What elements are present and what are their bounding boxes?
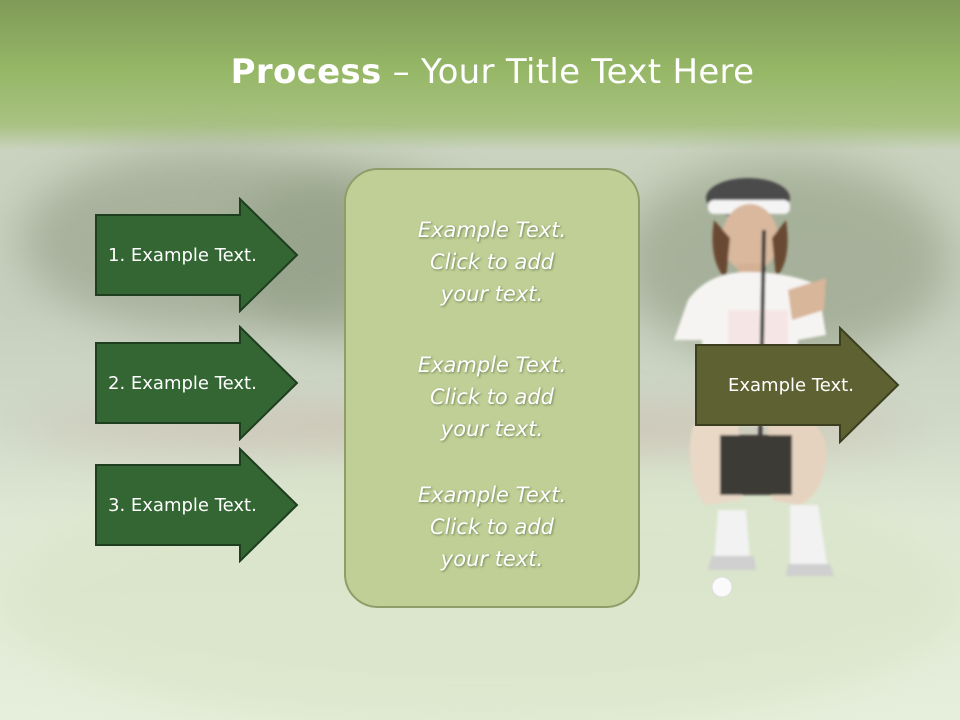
step-arrow-2[interactable]: 2. Example Text. xyxy=(94,324,299,442)
step-arrow-3[interactable]: 3. Example Text. xyxy=(94,446,299,564)
paragraph-3-line-3: your text. xyxy=(440,547,544,571)
arrow-shape-icon xyxy=(95,446,299,564)
paragraph-2-line-1: Example Text. xyxy=(417,353,567,377)
step-arrow-1[interactable]: 1. Example Text. xyxy=(94,196,299,314)
paragraph-1-line-2: Click to add xyxy=(429,250,554,274)
step-label-1: 1. Example Text. xyxy=(108,244,257,266)
center-text-box[interactable]: Example Text. Click to add your text. Ex… xyxy=(344,168,640,608)
step-label-2: 2. Example Text. xyxy=(108,372,257,394)
paragraph-1-line-3: your text. xyxy=(440,282,544,306)
paragraph-3-line-1: Example Text. xyxy=(417,483,567,507)
paragraph-2-line-3: your text. xyxy=(440,417,544,441)
arrow-shape-icon xyxy=(95,196,299,314)
result-label: Example Text. xyxy=(728,374,854,396)
arrow-shape-icon xyxy=(95,324,299,442)
paragraph-2-line-2: Click to add xyxy=(429,385,554,409)
title-rest: – Your Title Text Here xyxy=(381,52,755,92)
step-label-3: 3. Example Text. xyxy=(108,494,257,516)
result-arrow[interactable]: Example Text. xyxy=(694,325,900,445)
arrow-shape-icon xyxy=(695,325,900,445)
paragraph-3-line-2: Click to add xyxy=(429,515,554,539)
slide-title: Process – Your Title Text Here xyxy=(0,52,960,92)
paragraph-1-line-1: Example Text. xyxy=(417,218,567,242)
center-paragraph-1[interactable]: Example Text. Click to add your text. xyxy=(346,214,638,310)
center-paragraph-3[interactable]: Example Text. Click to add your text. xyxy=(346,479,638,575)
center-paragraph-2[interactable]: Example Text. Click to add your text. xyxy=(346,349,638,445)
title-bold: Process xyxy=(230,52,382,92)
